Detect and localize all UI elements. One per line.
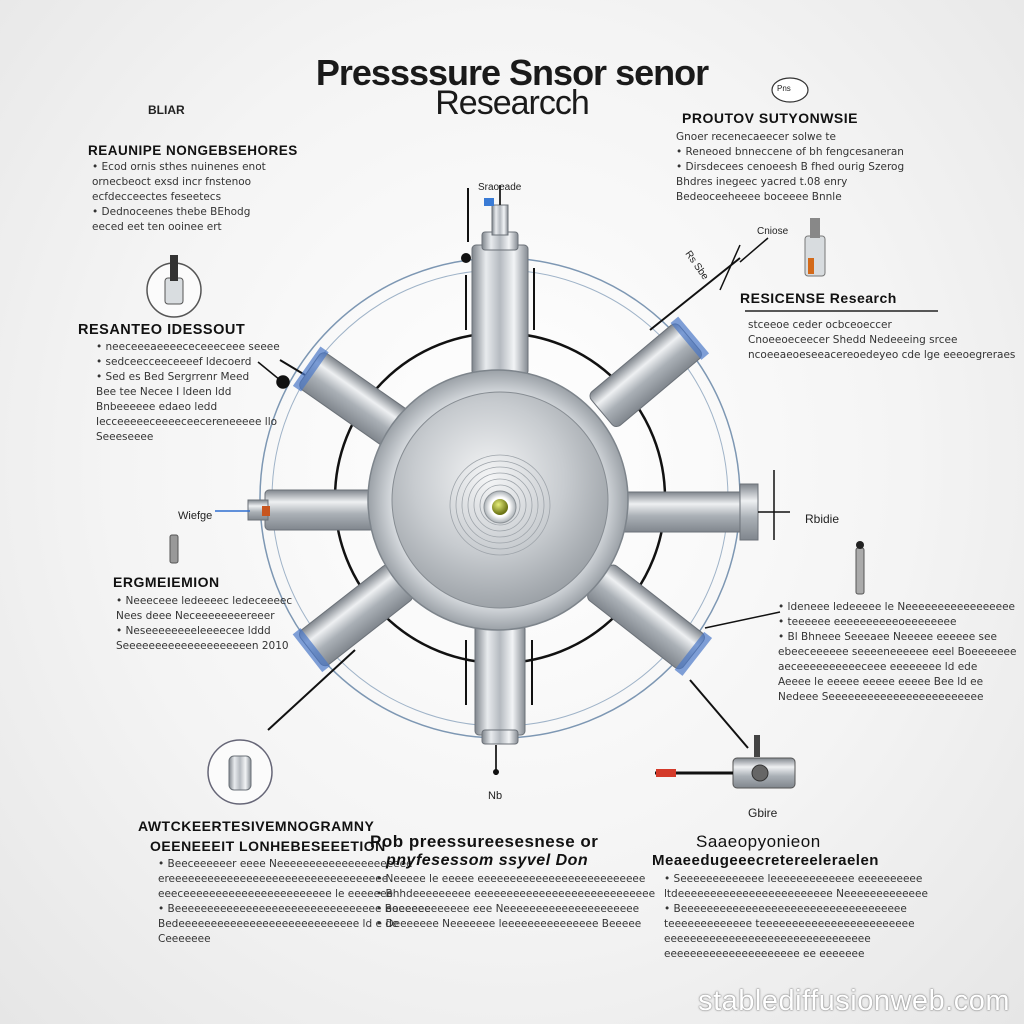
callout-lines xyxy=(704,237,781,629)
bottom-center-heading-1: Pob preessureesesnese or xyxy=(370,832,599,851)
mid-left-heading: RESANTEO IDESSOUT xyxy=(78,322,246,338)
mid-left-pointer xyxy=(257,361,290,389)
left-probe-label: Wiefge xyxy=(178,510,213,522)
bottom-left-text: • Beeceeeeeer eeee Neeeeeeeeeeeeeeeeeeee… xyxy=(158,858,431,945)
mid-right-text: stceeoe ceder ocbceoeccer Cnoeeoeceecer … xyxy=(748,319,1016,361)
cylinder-icon xyxy=(207,739,273,805)
title-line-1: Pressssure Snsor senor xyxy=(315,52,709,93)
bottom-right-heading-1: Saaeopyonieon xyxy=(696,832,821,851)
bottom-right-text: • Seeeeeeeeeeeee leeeeeeeeeeeee eeeeeeee… xyxy=(664,873,928,960)
sensor-lens xyxy=(492,499,508,515)
upper-right-probe-label: Cniose xyxy=(757,226,789,237)
mid-right-heading: RESICENSE Research xyxy=(740,290,897,306)
top-right-heading: PROUTOV SUTYONWSIE xyxy=(682,110,858,126)
top-right-badge xyxy=(771,77,809,103)
right-probe xyxy=(604,470,790,541)
upper-right-probe xyxy=(589,316,710,428)
lower-right-probe xyxy=(587,564,713,676)
bottom-left-heading-1: AWTCKEERTESIVEMNOGRAMNY xyxy=(138,818,375,834)
right-probe-label: Rbidie xyxy=(805,512,840,526)
top-probe xyxy=(471,185,529,376)
bottom-probe xyxy=(474,624,526,775)
top-probe-label: Sraoeade xyxy=(478,182,522,193)
small-probe-icon-left xyxy=(169,534,179,564)
right-badge-label: Pns xyxy=(777,84,791,93)
gauge-icon xyxy=(146,255,202,318)
bottom-center-heading-2: pnyfesessom ssyvel Don xyxy=(386,852,589,869)
diaphragm-rings xyxy=(449,454,551,556)
top-right-text: Gnoer recenecaeecer solwe te • Reneoed b… xyxy=(676,131,905,203)
bottom-right-probe-label: Gbire xyxy=(748,806,778,820)
bottom-left-heading-2: OEENEEEIT LONHEBESEEETION xyxy=(150,838,386,854)
bottom-center-text: • Neeeee le eeeee eeeeeeeeeeeeeeeeeeeeee… xyxy=(376,873,656,930)
lower-left-heading: ERGMEIEMION xyxy=(113,574,220,590)
title-line-2: Researcch xyxy=(435,84,590,122)
small-probe-icon-right xyxy=(855,541,865,595)
transmitter-icon xyxy=(655,735,796,789)
lower-right-text: • ldeneee ledeeeee le Neeeeeeeeeeeeeeeee… xyxy=(778,601,1017,703)
bottom-probe-label: Nb xyxy=(488,790,503,802)
mid-left-text: • neeceeeaeeeececeeeceee seeee • sedceec… xyxy=(96,341,280,443)
top-left-tick-dot xyxy=(461,253,471,263)
vertical-guide-lines xyxy=(465,268,535,705)
top-left-text: • Ecod ornis sthes nuinenes enot ornecbe… xyxy=(92,161,266,233)
vial-icon xyxy=(804,218,826,277)
lower-left-text: • Neeeceee ledeeeec ledeceeeec Nees deee… xyxy=(116,595,293,652)
top-left-heading: REAUNIPE NONGEBSEHORES xyxy=(88,143,298,158)
bottom-right-heading-2: Meaeedugeeecretereeleraelen xyxy=(652,852,879,869)
top-left-small-label: BLIAR xyxy=(148,103,185,117)
left-probe xyxy=(215,489,396,531)
watermark: stablediffusionweb.com xyxy=(698,985,1010,1017)
